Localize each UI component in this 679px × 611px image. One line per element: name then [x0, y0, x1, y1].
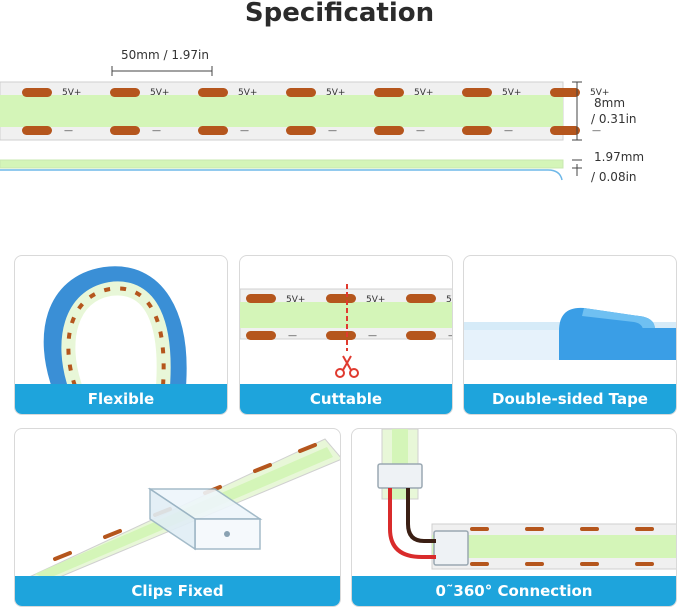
- connector-side: [433, 530, 469, 566]
- connector-illustration: [377, 429, 676, 570]
- solder-pad: [406, 294, 436, 303]
- clip-illustration: [24, 438, 340, 579]
- mounting-clip: [147, 487, 263, 551]
- strip-pads: 5V+ — 5V+ — 5V+ — 5V+ — 5V+ — 5V+ — 5V+ —: [22, 88, 609, 136]
- minus-label: —: [64, 126, 73, 136]
- pad-label: 5V+: [446, 295, 453, 305]
- minus-label: —: [152, 126, 161, 136]
- flexible-strip-illustration: [43, 266, 187, 386]
- minus-label: —: [592, 126, 601, 136]
- solder-pad: [550, 126, 580, 135]
- solder-pad: [110, 88, 140, 97]
- feature-card-connection: 0˜360° Connection: [351, 428, 677, 607]
- solder-pad: [22, 126, 52, 135]
- pad-label: 5V+: [502, 88, 521, 98]
- solder-pad: [286, 126, 316, 135]
- solder-pad: [462, 126, 492, 135]
- minus-label: —: [504, 126, 513, 136]
- solder-pad: [198, 88, 228, 97]
- thickness-mm: 1.97mm: [594, 150, 645, 164]
- solder-pad: [246, 331, 276, 340]
- connector-top: [377, 463, 423, 489]
- solder-pad: [110, 126, 140, 135]
- minus-label: —: [240, 126, 249, 136]
- tape-illustration: [464, 307, 676, 360]
- feature-card-cuttable: 5V+ — 5V+ — 5V+ — Cuttable: [239, 255, 453, 415]
- scissors-icon: [335, 355, 359, 378]
- pitch-dimension: 50mm / 1.97in: [121, 48, 209, 62]
- width-in: / 0.31in: [591, 112, 637, 126]
- spec-diagram: 5V+ — 5V+ — 5V+ — 5V+ — 5V+ — 5V+ — 5V+ —: [0, 66, 609, 181]
- solder-pad: [326, 331, 356, 340]
- strip-pads: 5V+ — 5V+ — 5V+ —: [246, 294, 453, 341]
- pad-label: 5V+: [150, 88, 169, 98]
- pad-label: 5V+: [414, 88, 433, 98]
- pad-label: 5V+: [326, 88, 345, 98]
- feature-label: 0˜360° Connection: [352, 576, 676, 606]
- minus-label: —: [416, 126, 425, 136]
- solder-pad: [286, 88, 316, 97]
- feature-label: Clips Fixed: [15, 576, 340, 606]
- pad-label: 5V+: [238, 88, 257, 98]
- solder-pad: [550, 88, 580, 97]
- solder-pad: [246, 294, 276, 303]
- page-title: Specification: [244, 0, 435, 28]
- feature-card-clips: Clips Fixed: [14, 428, 341, 607]
- cut-strip-illustration: 5V+ — 5V+ — 5V+ —: [240, 284, 453, 378]
- solder-pad: [198, 126, 228, 135]
- feature-card-tape: Double-sided Tape: [463, 255, 677, 415]
- width-mm: 8mm: [594, 96, 626, 110]
- minus-label: —: [368, 331, 377, 341]
- solder-pad: [374, 126, 404, 135]
- feature-card-flexible: Flexible: [14, 255, 228, 415]
- solder-pad: [462, 88, 492, 97]
- solder-pad: [374, 88, 404, 97]
- pad-label: 5V+: [590, 88, 609, 98]
- feature-label: Flexible: [15, 384, 227, 414]
- minus-label: —: [328, 126, 337, 136]
- feature-label: Cuttable: [240, 384, 452, 414]
- pad-label: 5V+: [366, 295, 385, 305]
- thickness-in: / 0.08in: [591, 170, 637, 184]
- pad-label: 5V+: [286, 295, 305, 305]
- solder-pad: [406, 331, 436, 340]
- minus-label: —: [288, 331, 297, 341]
- minus-label: —: [448, 331, 453, 341]
- solder-pad: [22, 88, 52, 97]
- feature-label: Double-sided Tape: [464, 384, 676, 414]
- pad-label: 5V+: [62, 88, 81, 98]
- solder-pad: [326, 294, 356, 303]
